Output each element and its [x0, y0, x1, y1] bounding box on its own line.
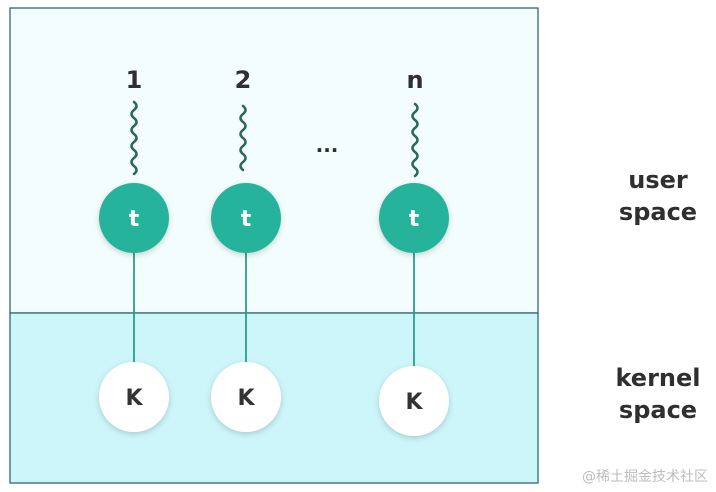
kernel-thread-node: [211, 362, 281, 432]
kernel-thread-label: K: [125, 386, 143, 411]
user-thread-node: [379, 183, 449, 253]
squiggle-line: [239, 104, 247, 172]
thread-id-label: n: [406, 66, 423, 94]
user-thread-label: t: [409, 207, 420, 232]
user-space-label: user space: [598, 164, 716, 228]
squiggle-line: [130, 100, 138, 176]
kernel-space-label-line1: kernel: [615, 364, 701, 392]
user-space-box: [9, 7, 539, 314]
user-space-label-line2: space: [618, 198, 698, 226]
watermark: @稀土掘金技术社区: [582, 469, 708, 485]
user-space-label-line1: user: [628, 166, 688, 194]
user-thread-node: [211, 183, 281, 253]
user-thread-label: t: [241, 207, 252, 232]
thread-column-2: 2 t K: [211, 66, 281, 432]
thread-id-label: 1: [126, 66, 143, 94]
user-thread-node: [99, 183, 169, 253]
kernel-thread-node: [99, 362, 169, 432]
thread-column-1: 1 t K: [99, 66, 169, 432]
squiggle-line: [411, 102, 419, 178]
kernel-space-label-line2: space: [618, 396, 698, 424]
kernel-thread-node: [379, 366, 449, 436]
thread-id-label: 2: [235, 66, 252, 94]
ellipsis: ...: [316, 133, 339, 157]
kernel-thread-label: K: [237, 386, 255, 411]
kernel-space-label: kernel space: [598, 362, 716, 426]
kernel-thread-label: K: [405, 390, 423, 415]
user-thread-label: t: [129, 207, 140, 232]
thread-column-n: n t K: [379, 66, 449, 436]
